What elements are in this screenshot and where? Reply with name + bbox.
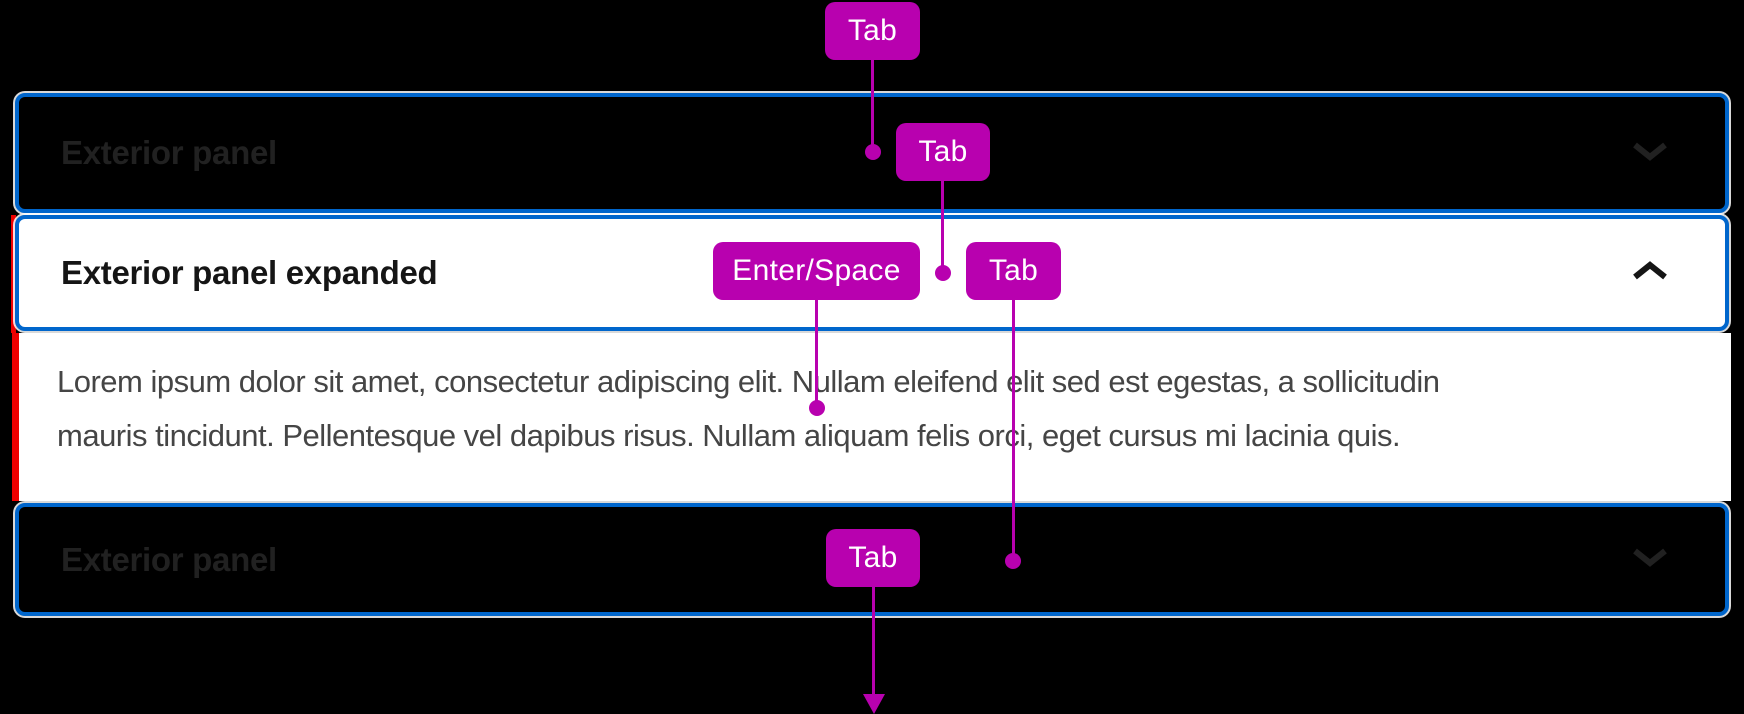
key-badge-tab-1: Tab [825, 2, 920, 60]
key-badge-tab-2: Tab [896, 123, 990, 181]
accordion-toggle-label: Exterior panel expanded [61, 254, 438, 291]
chevron-up-icon [1632, 260, 1668, 286]
keyboard-flow-line [941, 181, 944, 273]
expanded-item-accent-bar [11, 215, 16, 333]
accordion-expanded-content: Lorem ipsum dolor sit amet, consectetur … [12, 333, 1731, 501]
focus-point-dot [1005, 553, 1021, 569]
key-badge-tab-3: Tab [966, 242, 1061, 300]
focus-point-dot [865, 144, 881, 160]
chevron-down-icon [1632, 547, 1668, 572]
keyboard-flow-line [871, 60, 874, 152]
accordion-toggle-label: Exterior panel [61, 540, 277, 578]
keyboard-flow-line [1012, 300, 1015, 561]
keyboard-flow-line [872, 587, 875, 696]
focus-point-dot [935, 265, 951, 281]
chevron-down-icon [1632, 141, 1668, 166]
key-badge-tab-4: Tab [826, 529, 920, 587]
key-badge-enter-space: Enter/Space [713, 242, 920, 300]
keyboard-flow-line [815, 300, 818, 408]
accordion-toggle-label: Exterior panel [61, 134, 277, 171]
focus-point-dot [809, 400, 825, 416]
flow-arrowhead-icon [863, 694, 885, 714]
expanded-content-text: Lorem ipsum dolor sit amet, consectetur … [57, 364, 1440, 453]
